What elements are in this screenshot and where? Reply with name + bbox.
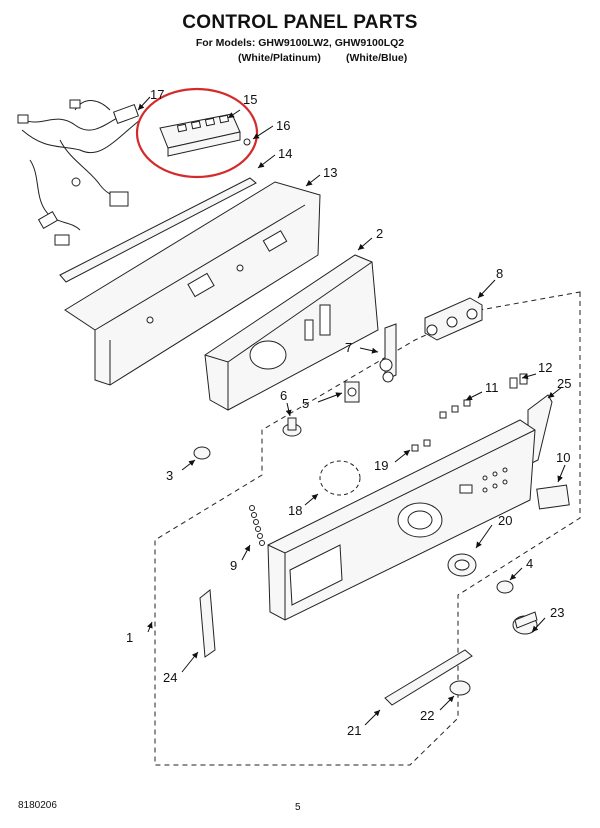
button-part-4 xyxy=(496,580,514,594)
callout-19: 19 xyxy=(374,458,388,473)
strip-part-14 xyxy=(59,177,257,283)
callout-8: 8 xyxy=(496,266,503,281)
screw-part-16 xyxy=(243,138,251,146)
document-number: 8180206 xyxy=(18,800,57,811)
console-panel-part-13 xyxy=(64,181,321,386)
clips-part-11 xyxy=(439,399,471,419)
callout-6: 6 xyxy=(280,388,287,403)
models-line: For Models: GHW9100LW2, GHW9100LQ2 xyxy=(195,37,405,49)
callout-2: 2 xyxy=(376,226,383,241)
clips-part-19 xyxy=(411,439,431,452)
callout-20: 20 xyxy=(498,513,512,528)
callout-11: 11 xyxy=(485,380,499,395)
label-part-10 xyxy=(536,484,570,510)
control-board-part-15 xyxy=(159,113,241,157)
lens-part-22 xyxy=(449,680,471,696)
callout-1: 1 xyxy=(126,630,133,645)
highlight-circle xyxy=(135,87,259,179)
bracket-part-8 xyxy=(424,297,483,341)
side-trim-part-24 xyxy=(199,589,216,658)
callout-arrows xyxy=(137,96,566,726)
callout-4: 4 xyxy=(526,556,533,571)
callout-16: 16 xyxy=(276,118,290,133)
page-title: CONTROL PANEL PARTS xyxy=(182,12,418,33)
callout-15: 15 xyxy=(243,92,257,107)
variant-white-platinum: (White/Platinum) xyxy=(238,52,321,64)
callout-17: 17 xyxy=(150,87,164,102)
callout-9: 9 xyxy=(230,558,237,573)
callout-7: 7 xyxy=(345,340,352,355)
button-part-3 xyxy=(193,446,211,460)
front-panel-part-1 xyxy=(267,419,536,621)
callout-22: 22 xyxy=(420,708,434,723)
knob-ring-part-18 xyxy=(319,460,361,496)
callout-18: 18 xyxy=(288,503,302,518)
callout-5: 5 xyxy=(302,396,309,411)
indicator-strip-part-9 xyxy=(249,505,265,546)
lens-strip-part-21 xyxy=(384,649,473,706)
assembly-boundary xyxy=(154,291,581,766)
callout-13: 13 xyxy=(323,165,337,180)
callout-14: 14 xyxy=(278,146,292,161)
callout-12: 12 xyxy=(538,360,552,375)
variant-white-blue: (White/Blue) xyxy=(346,52,408,64)
switch-part-7 xyxy=(379,323,397,383)
knob-bezel-center xyxy=(454,559,470,571)
knob-part-6 xyxy=(282,417,302,437)
callout-21: 21 xyxy=(347,723,361,738)
callout-25: 25 xyxy=(557,376,571,391)
switch-part-5 xyxy=(344,381,360,403)
control-housing-part-2 xyxy=(204,254,379,411)
callout-3: 3 xyxy=(166,468,173,483)
callout-10: 10 xyxy=(556,450,570,465)
wire-harness-part-17 xyxy=(17,99,141,246)
selector-knob-part-23 xyxy=(512,611,538,635)
page-number: 5 xyxy=(295,802,301,813)
callout-labels: 1 2 3 4 5 6 7 8 9 10 11 12 13 14 15 16 1… xyxy=(126,87,571,738)
callout-24: 24 xyxy=(163,670,177,685)
callout-23: 23 xyxy=(550,605,564,620)
clips-part-12 xyxy=(509,373,528,389)
